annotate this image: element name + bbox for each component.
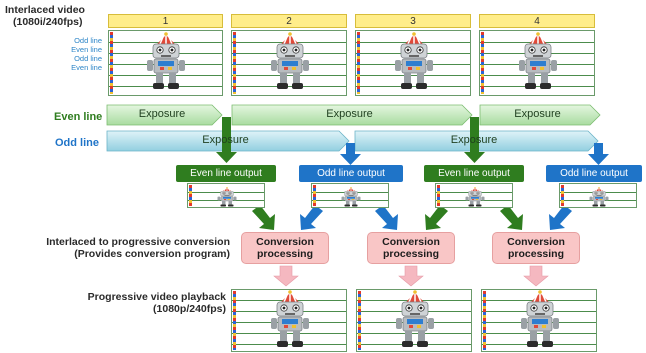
odd-exposure-label-2: Exposure <box>450 134 498 146</box>
interlaced-frame-1 <box>108 30 223 96</box>
even-exposure-label-1: Exposure <box>138 108 186 120</box>
conversion-label: Interlaced to progressive conversion (Pr… <box>4 236 230 260</box>
playback-arrow-3 <box>523 265 549 287</box>
frame-number-2: 2 <box>231 14 347 28</box>
odd-line-output-2: Odd line output <box>546 165 642 182</box>
even-exposure-bar-2 <box>231 104 473 126</box>
even-to-conversion-arrow-1 <box>252 205 275 230</box>
even-line-output-1: Even line output <box>176 165 276 182</box>
frame-number-3: 3 <box>355 14 471 28</box>
line-labels: Odd line Even line Odd line Even line <box>60 36 102 72</box>
line-label-even-1: Even line <box>71 45 102 54</box>
line-label-odd-1: Odd line <box>74 36 102 45</box>
even-field-thumbnail-1 <box>187 183 265 208</box>
even-exposure-bar-3 <box>479 104 601 126</box>
playback-arrows <box>273 265 549 287</box>
interlaced-video-label: Interlaced video (1080i/240fps) <box>5 4 85 28</box>
robot-icon <box>217 186 237 207</box>
conversion-label-title: Interlaced to progressive conversion <box>46 236 230 248</box>
robot-icon <box>465 186 485 207</box>
playback-label: Progressive video playback (1080p/240fps… <box>4 291 226 315</box>
even-line-label: Even line <box>54 111 103 123</box>
even-line-output-2: Even line output <box>424 165 524 182</box>
odd-exposure-label-1: Exposure <box>202 134 249 146</box>
conversion-label-note: (Provides conversion program) <box>74 248 230 260</box>
odd-to-conversion-arrow-1 <box>300 205 323 230</box>
interlaced-frame-2 <box>231 30 347 96</box>
even-output-arrows <box>216 117 485 163</box>
playback-label-title: Progressive video playback <box>87 291 226 303</box>
odd-field-thumbnail-2 <box>559 183 637 208</box>
even-exposure-label-3: Exposure <box>514 108 561 120</box>
frame-number-4: 4 <box>479 14 595 28</box>
robot-icon <box>395 290 435 348</box>
interlaced-video-title: Interlaced video <box>5 4 85 16</box>
odd-line-output-1: Odd line output <box>299 165 403 182</box>
playback-arrow-1 <box>273 265 299 287</box>
interlaced-frame-4 <box>479 30 595 96</box>
odd-to-conversion-arrow-2 <box>375 205 398 230</box>
playback-label-format: (1080p/240fps) <box>153 303 226 315</box>
odd-output-arrows <box>340 143 609 165</box>
progressive-frame-2 <box>356 289 472 352</box>
progressive-frame-3 <box>481 289 597 352</box>
robot-icon <box>270 290 310 348</box>
line-label-odd-2: Odd line <box>74 54 102 63</box>
even-exposure-bar-1 <box>106 104 223 126</box>
frame-number-1: 1 <box>108 14 223 28</box>
playback-arrow-2 <box>398 265 424 287</box>
odd-to-conversion-arrow-3 <box>549 205 572 230</box>
odd-output-arrow-2 <box>588 143 609 165</box>
robot-icon <box>341 186 361 207</box>
robot-icon <box>520 290 560 348</box>
even-output-arrow-2 <box>464 117 485 163</box>
line-label-even-2: Even line <box>71 63 102 72</box>
progressive-frame-1 <box>231 289 347 352</box>
odd-line-label: Odd line <box>55 137 99 149</box>
conversion-input-arrows <box>252 205 572 230</box>
robot-icon <box>589 186 609 207</box>
interlaced-frame-3 <box>355 30 471 96</box>
even-exposure-label-2: Exposure <box>326 108 373 120</box>
odd-field-thumbnail-1 <box>311 183 389 208</box>
interlaced-video-format: (1080i/240fps) <box>13 16 83 28</box>
even-to-conversion-arrow-2 <box>425 205 448 230</box>
odd-output-arrow-1 <box>340 143 361 165</box>
even-output-arrow-1 <box>216 117 237 163</box>
even-to-conversion-arrow-3 <box>500 205 523 230</box>
even-field-thumbnail-2 <box>435 183 513 208</box>
